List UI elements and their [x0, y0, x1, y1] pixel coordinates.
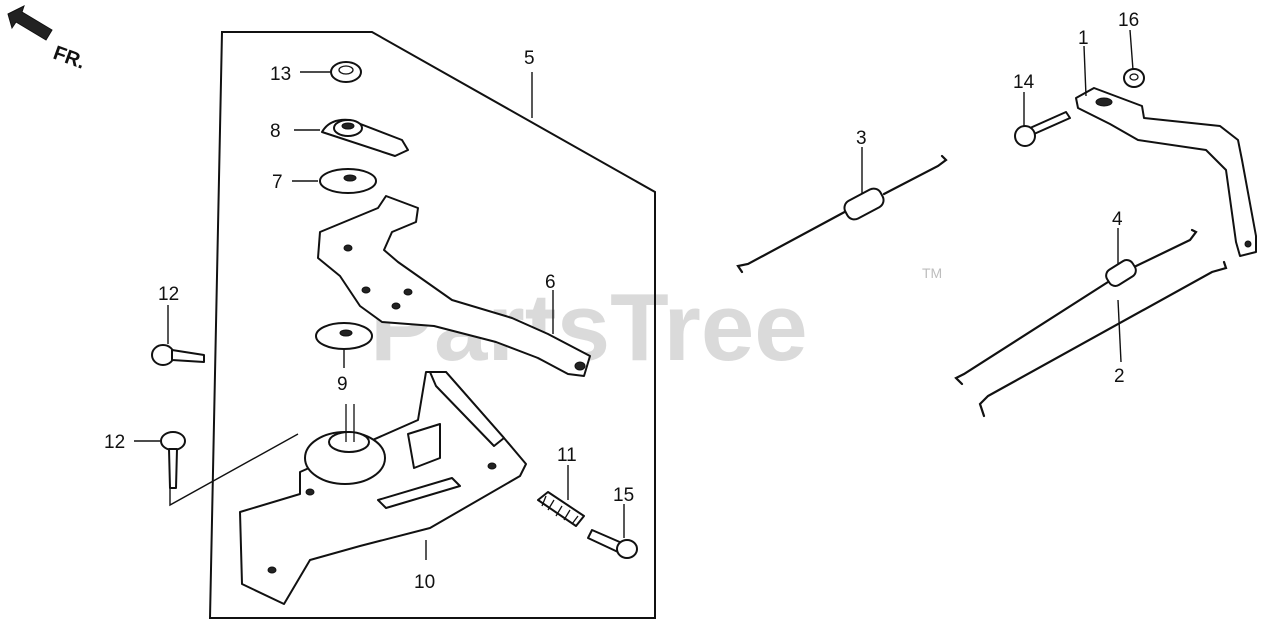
callout-8: 8: [270, 121, 281, 142]
bolt-12-lower: [160, 431, 186, 489]
rod-spring-3: [736, 154, 948, 274]
leader-lines: [134, 29, 1134, 560]
callout-12-upper: 12: [158, 284, 179, 305]
spring-11: [537, 491, 585, 527]
callout-numbers: 13 8 7 5 6 9 10 12 12 11 15 3 14 1 16 4 …: [104, 10, 1139, 593]
arm-1: [1075, 87, 1257, 257]
callout-4: 4: [1112, 209, 1123, 230]
callout-12-lower: 12: [104, 432, 125, 453]
callout-13: 13: [270, 64, 291, 85]
bolt-15: [587, 529, 638, 559]
watermark-trademark: TM: [922, 265, 942, 281]
callout-3: 3: [856, 128, 867, 149]
lever-6: [317, 195, 591, 377]
callout-11: 11: [557, 445, 577, 466]
assembly-frame: [208, 31, 656, 619]
callout-9: 9: [337, 374, 348, 395]
front-label: FR.: [50, 42, 88, 74]
arrow-left-up-icon: [7, 5, 53, 41]
callout-10: 10: [414, 572, 435, 593]
callout-14: 14: [1013, 72, 1035, 93]
nut-16: [1123, 68, 1145, 88]
callout-6: 6: [545, 272, 556, 293]
callout-1: 1: [1078, 28, 1089, 49]
nut-13: [330, 61, 362, 83]
bolt-14: [1014, 111, 1071, 147]
base-plate-10: [239, 371, 527, 605]
rod-2: [978, 260, 1228, 418]
callout-7: 7: [272, 172, 283, 193]
rod-spring-4: [954, 228, 1198, 386]
washer-9: [315, 322, 373, 350]
callout-16: 16: [1118, 10, 1139, 31]
plate-8: [321, 118, 409, 157]
washer-7: [319, 168, 377, 194]
bolt-12-upper: [151, 344, 205, 366]
callout-15: 15: [613, 485, 634, 506]
callout-5: 5: [524, 48, 535, 69]
callout-2: 2: [1114, 366, 1125, 387]
front-direction-indicator: FR.: [7, 5, 88, 74]
